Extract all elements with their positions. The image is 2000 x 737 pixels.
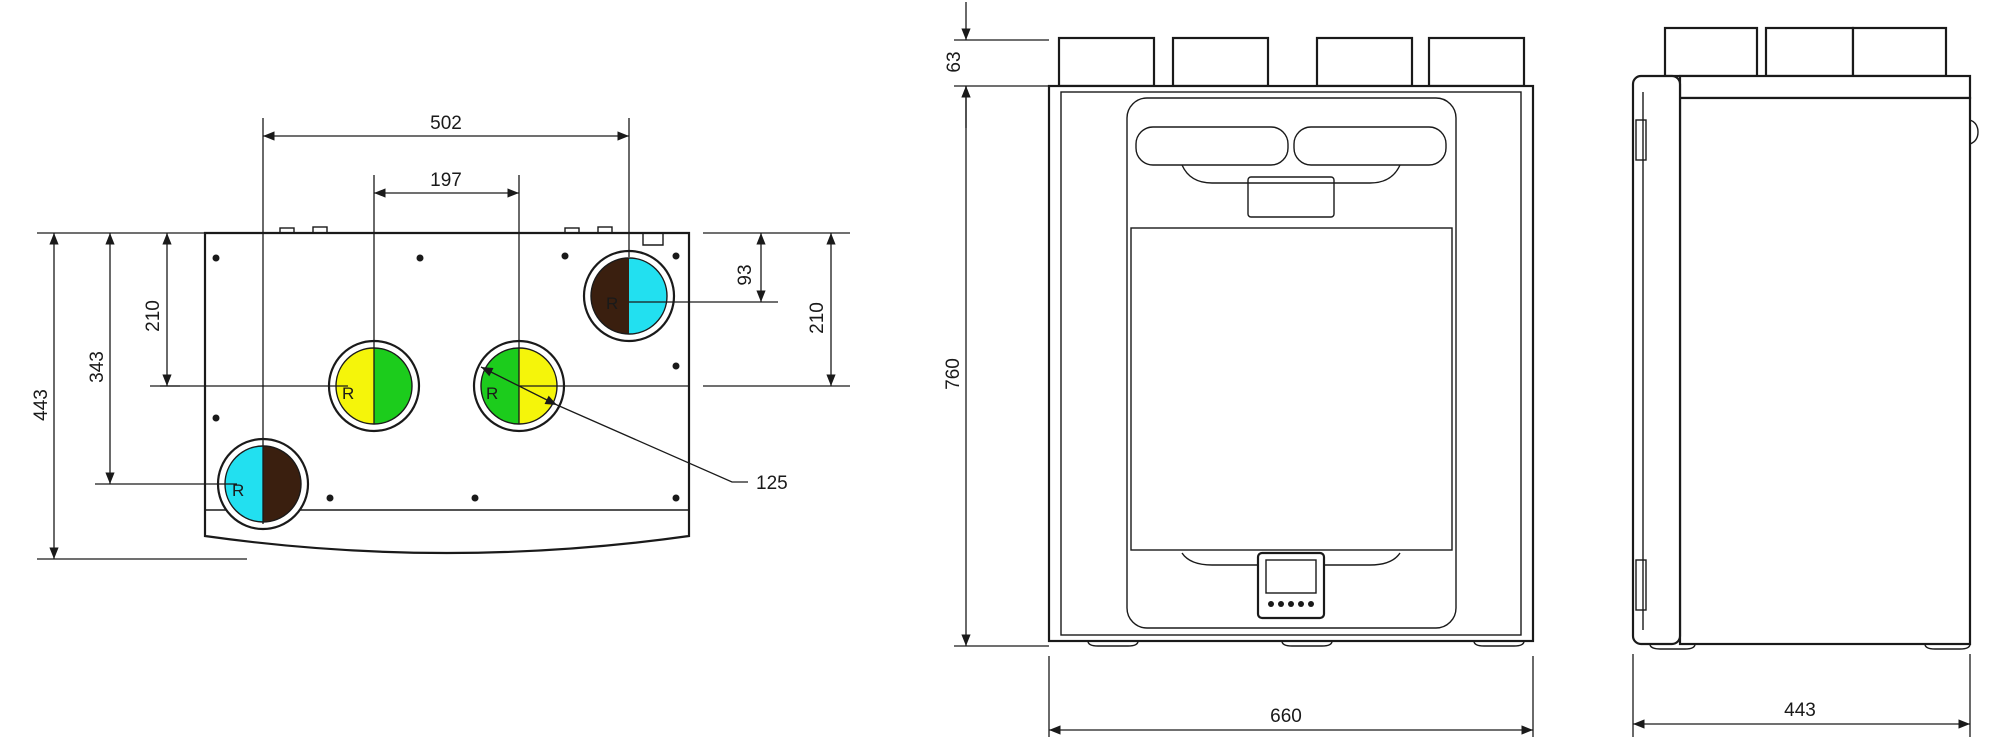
dim-125-diameter (480, 366, 558, 406)
top-view-body (203, 231, 691, 555)
side-view: 443 (1631, 26, 1979, 737)
dim-93-label: 93 (735, 264, 756, 285)
top-handle-left (1135, 126, 1289, 166)
dim-197-label: 197 (430, 170, 462, 191)
port-4-label: R (232, 481, 244, 500)
dim-443-label: 443 (31, 389, 52, 421)
dim-210-right-label: 210 (807, 302, 828, 334)
dim-depth-label: 443 (1784, 700, 1816, 721)
top-view: R R R R (31, 113, 850, 560)
port-1-label: R (606, 294, 618, 313)
control-display (1265, 559, 1317, 594)
front-view: 63 760 660 (943, 2, 1535, 737)
top-handle-right (1293, 126, 1447, 166)
side-door-profile (1631, 74, 1682, 646)
port-2-label: R (342, 384, 354, 403)
dim-210-left-label: 210 (143, 300, 164, 332)
dim-343-label: 343 (87, 351, 108, 383)
side-housing (1678, 96, 1972, 646)
port-3-label: R (486, 384, 498, 403)
dim-760-label: 760 (943, 358, 964, 390)
dim-660-label: 660 (1270, 706, 1302, 727)
control-buttons (1268, 601, 1314, 607)
top-latch (1247, 176, 1335, 218)
side-collar-1 (1663, 26, 1759, 78)
dim-125-label: 125 (756, 473, 788, 494)
port-1: R (582, 249, 676, 343)
collar-4 (1427, 36, 1526, 88)
front-door (1126, 97, 1457, 629)
dim-125-leader (556, 404, 748, 483)
side-collar-2 (1764, 26, 1855, 78)
mounting-holes (212, 252, 680, 502)
collar-3 (1315, 36, 1414, 88)
dim-63-label: 63 (944, 51, 965, 72)
side-collar-3 (1851, 26, 1948, 78)
dim-502-label: 502 (430, 113, 462, 134)
collar-1 (1057, 36, 1156, 88)
collar-2 (1171, 36, 1270, 88)
control-panel (1256, 551, 1326, 620)
